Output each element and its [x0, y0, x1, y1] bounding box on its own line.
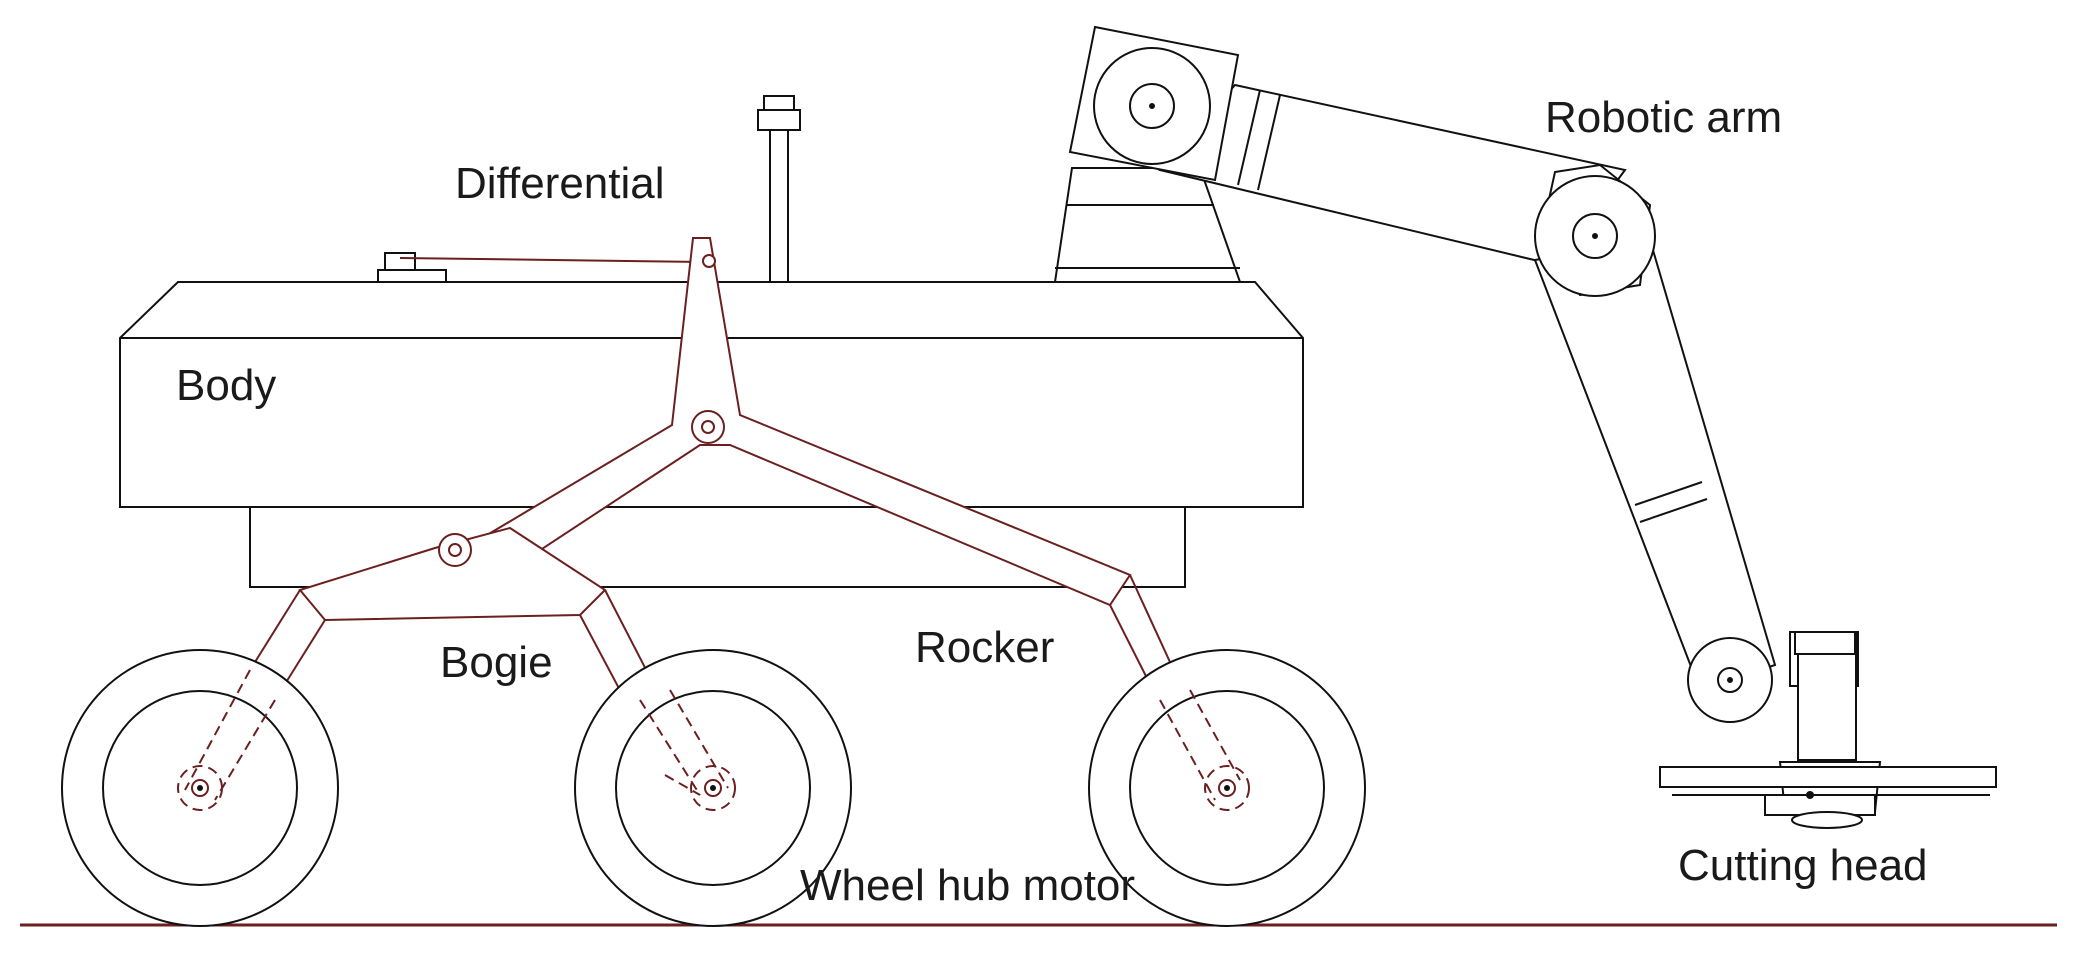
wheel-3 [1088, 649, 1366, 927]
label-differential: Differential [455, 159, 665, 208]
label-robotic-arm: Robotic arm [1545, 93, 1782, 142]
cutting-head [1659, 761, 1997, 829]
bogie [249, 526, 691, 776]
wheel-1 [61, 649, 339, 927]
label-body: Body [176, 361, 276, 410]
differential-link [377, 252, 706, 283]
robotic-arm [1053, 25, 1859, 761]
label-bogie: Bogie [440, 638, 553, 687]
label-wheel-hub-motor: Wheel hub motor [800, 861, 1135, 910]
wheel-2 [574, 649, 852, 927]
mast [757, 95, 801, 283]
label-rocker: Rocker [915, 623, 1054, 672]
label-cutting-head: Cutting head [1678, 841, 1928, 890]
